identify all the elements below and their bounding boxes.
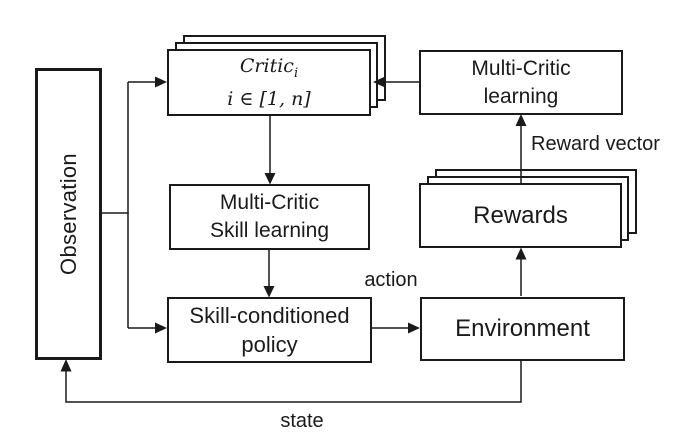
environment-label: Environment	[455, 315, 590, 342]
environment-box: Environment	[420, 297, 625, 361]
multi-critic-skill-learning-line2: Skill learning	[209, 219, 330, 242]
arrowhead-into-observation	[60, 359, 72, 372]
multi-critic-skill-learning-box: Multi-Critic Skill learning	[169, 184, 370, 250]
multi-critic-learning-line2: learning	[483, 84, 559, 108]
critic-name: Critic	[239, 54, 294, 77]
critic-domain-label: i ∈ [1, n]	[227, 88, 311, 111]
reward-vector-label: Reward vector	[531, 133, 660, 155]
edge-environment-observation	[65, 360, 522, 403]
observation-label: Observation	[55, 153, 81, 275]
arrowhead-into-policy-top	[263, 286, 275, 298]
arrowhead-into-mcl	[515, 114, 527, 126]
arrowhead-into-policy-left	[155, 322, 167, 334]
arrowhead-into-rewards	[515, 247, 527, 260]
critic-subscript: i	[293, 65, 299, 81]
skill-conditioned-policy-line1: Skill-conditioned	[189, 303, 350, 328]
multi-critic-learning-line1: Multi-Critic	[471, 56, 571, 80]
rewards-label: Rewards	[473, 201, 568, 229]
skill-conditioned-policy-box: Skill-conditioned policy	[167, 297, 372, 363]
arrowhead-into-critic	[155, 76, 167, 88]
skill-conditioned-policy-line2: policy	[241, 332, 298, 357]
state-label: state	[280, 410, 324, 432]
arrowhead-into-mcs	[264, 173, 276, 185]
critic-label: Critici	[240, 53, 298, 87]
arrowhead-into-environment	[408, 322, 420, 334]
multi-critic-learning-box: Multi-Critic learning	[419, 50, 623, 115]
critic-box: Critici i ∈ [1, n]	[167, 49, 371, 116]
rewards-box: Rewards	[419, 183, 622, 248]
multi-critic-skill-learning-line1: Multi-Critic	[219, 191, 320, 214]
action-label: action	[364, 269, 418, 291]
observation-box: Observation	[35, 68, 102, 360]
